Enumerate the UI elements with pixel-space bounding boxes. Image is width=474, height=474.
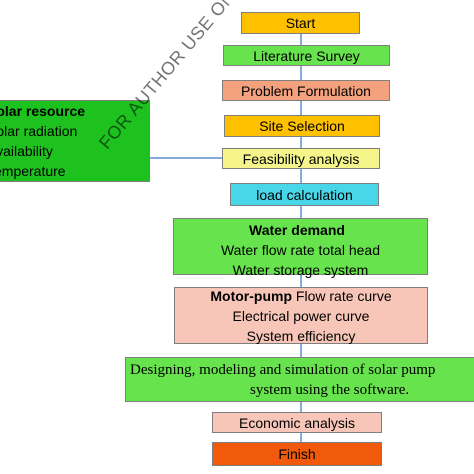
start-label: Start — [285, 15, 316, 31]
water-demand-box: Water demand Water flow rate total head … — [173, 218, 428, 278]
finish-box: Finish — [212, 442, 382, 466]
motor-pump-title-rest: Flow rate curve — [292, 287, 392, 304]
water-demand-title: Water demand — [249, 222, 345, 238]
site-selection-box: Site Selection — [224, 115, 380, 137]
start-box: Start — [241, 12, 360, 34]
economic-analysis-box: Economic analysis — [212, 412, 382, 433]
feasibility-analysis-box: Feasibility analysis — [222, 148, 380, 169]
solar-resource-title: Solar resource — [0, 103, 86, 119]
literature-survey-label: Literature Survey — [253, 47, 360, 64]
site-selection-label: Site Selection — [259, 118, 345, 134]
motor-pump-line-0: Motor-pump Flow rate curve — [210, 286, 391, 306]
finish-label: Finish — [278, 446, 316, 462]
literature-survey-box: Literature Survey — [223, 45, 390, 66]
problem-formulation-label: Problem Formulation — [241, 82, 371, 99]
designing-line-2: system using the software. — [250, 381, 410, 398]
load-calculation-box: load calculation — [230, 183, 379, 206]
load-calculation-label: load calculation — [256, 186, 353, 203]
motor-pump-line-1: Electrical power curve — [232, 307, 370, 324]
availability-label: Availability — [0, 143, 53, 159]
feasibility-analysis-label: Feasibility analysis — [242, 150, 360, 167]
water-demand-line-2: Water storage system — [232, 262, 369, 278]
temperature-label: Temperature — [0, 163, 66, 179]
solar-resource-box: Solar resource Solar radiation Availabil… — [0, 100, 150, 182]
water-demand-line-1: Water flow rate total head — [220, 242, 380, 258]
designing-box: Designing, modeling and simulation of so… — [125, 357, 474, 402]
motor-pump-line-2: System efficiency — [246, 327, 356, 344]
designing-line-1: Designing, modeling and simulation of so… — [130, 361, 436, 378]
problem-formulation-box: Problem Formulation — [222, 80, 390, 101]
solar-radiation-label: Solar radiation — [0, 123, 78, 139]
economic-analysis-label: Economic analysis — [239, 414, 355, 431]
motor-pump-box: Motor-pump Flow rate curve Electrical po… — [174, 287, 428, 344]
motor-pump-title: Motor-pump — [210, 287, 293, 304]
